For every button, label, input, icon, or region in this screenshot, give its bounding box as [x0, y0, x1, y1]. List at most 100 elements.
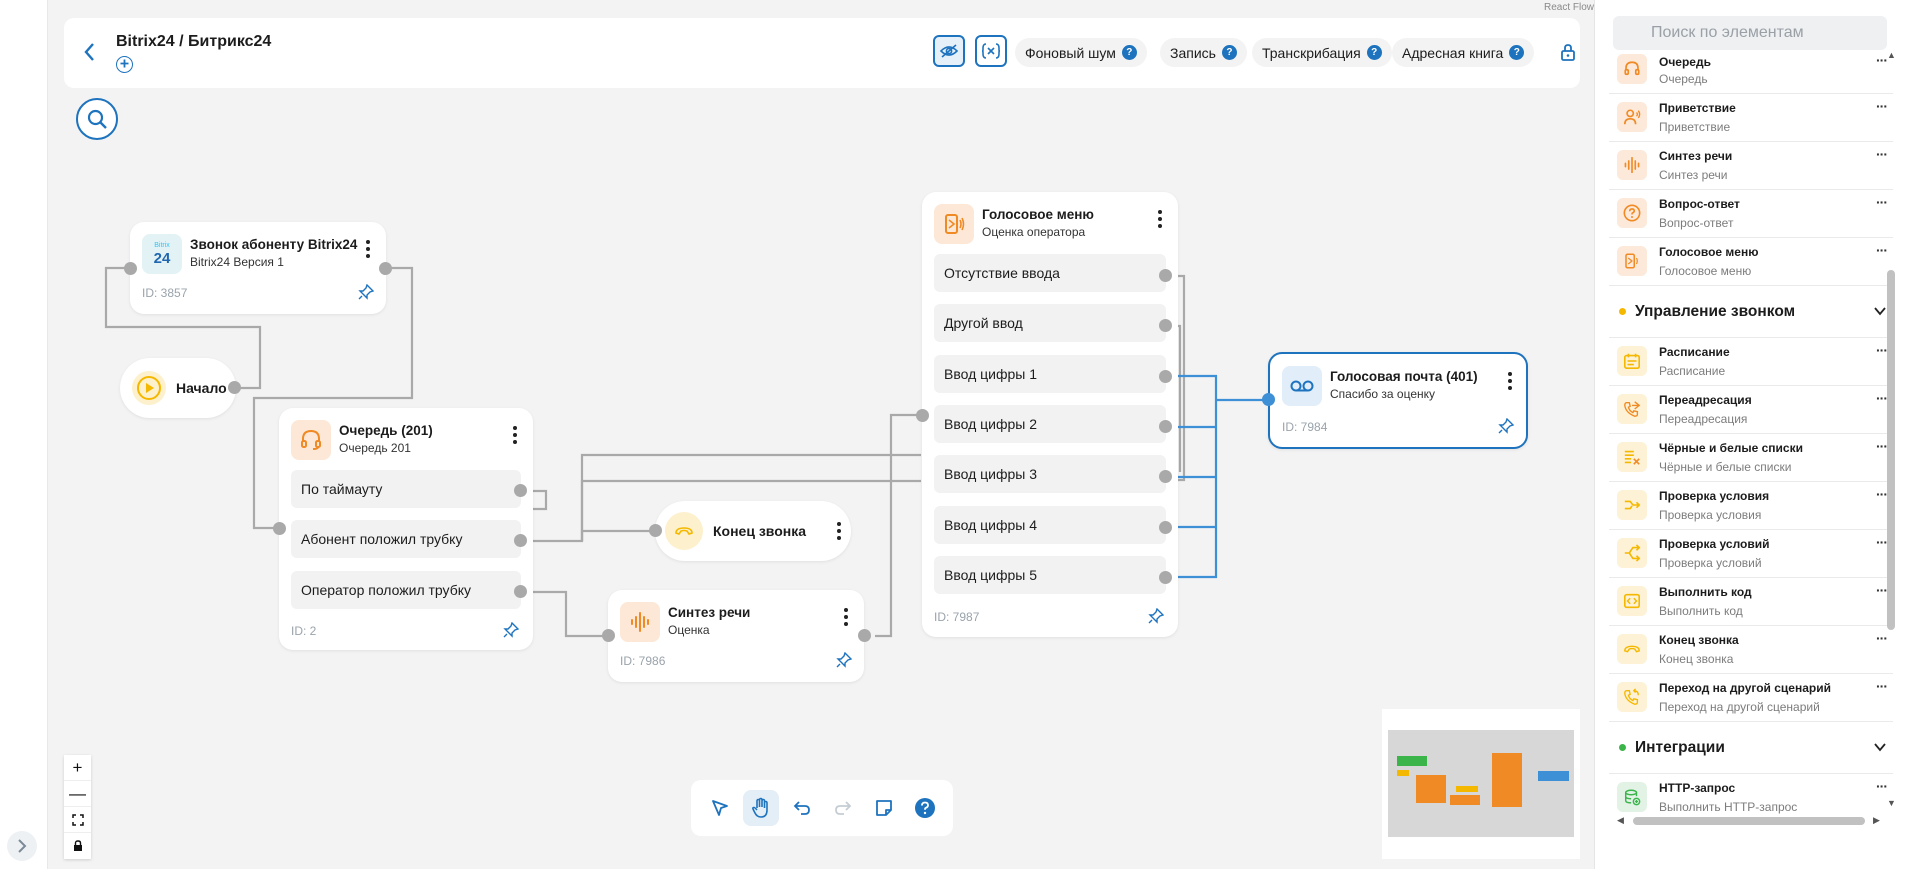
output-row-abonent-hangup[interactable]: Абонент положил трубку — [291, 520, 521, 558]
more-icon[interactable]: ··· — [1876, 582, 1888, 598]
help-icon[interactable]: ? — [1121, 45, 1137, 60]
pin-icon[interactable] — [836, 652, 852, 668]
section-integrations[interactable]: Интеграции — [1609, 722, 1893, 774]
node-input-handle[interactable] — [1262, 393, 1275, 406]
more-icon[interactable]: ··· — [1876, 778, 1888, 794]
minimap[interactable] — [1382, 709, 1580, 859]
node-input-handle[interactable] — [649, 524, 662, 537]
row-output-handle[interactable] — [1159, 470, 1172, 483]
pan-tool-button[interactable] — [742, 790, 779, 826]
lock-button[interactable] — [1558, 42, 1578, 62]
node-queue[interactable]: Очередь (201) Очередь 201 По таймауту Аб… — [273, 408, 533, 650]
variables-button[interactable] — [975, 35, 1007, 67]
help-icon[interactable]: ? — [1509, 45, 1525, 60]
more-icon[interactable]: ··· — [1876, 342, 1888, 358]
node-menu-button[interactable] — [1506, 372, 1514, 390]
back-button[interactable] — [78, 40, 102, 64]
help-icon[interactable]: ? — [1221, 45, 1237, 60]
node-input-handle[interactable] — [916, 409, 929, 422]
row-output-handle[interactable] — [1159, 571, 1172, 584]
row-output-handle[interactable] — [1159, 319, 1172, 332]
add-button[interactable] — [116, 56, 133, 73]
row-output-handle[interactable] — [1159, 269, 1172, 282]
horizontal-scrollbar[interactable] — [1633, 817, 1865, 825]
pin-icon[interactable] — [358, 284, 374, 300]
node-voicemail[interactable]: Голосовая почта (401) Спасибо за оценку … — [1262, 352, 1528, 449]
react-flow-attribution[interactable]: React Flow — [1544, 2, 1594, 13]
node-output-handle[interactable] — [858, 629, 871, 642]
pin-icon[interactable] — [1498, 418, 1514, 434]
zoom-out-button[interactable]: — — [64, 781, 91, 807]
select-tool-button[interactable] — [702, 790, 738, 826]
more-icon[interactable]: ··· — [1876, 146, 1888, 162]
more-icon[interactable]: ··· — [1876, 52, 1888, 68]
output-row-digit-2[interactable]: Ввод цифры 2 — [934, 405, 1166, 443]
elements-search-input[interactable] — [1613, 16, 1887, 50]
list-item-speech-synthesis[interactable]: Синтез речи Синтез речи ··· — [1609, 142, 1893, 190]
flow-canvas[interactable]: React Flow Bitrix24 / Битрикс24 Фоновый … — [48, 0, 1594, 869]
list-item-greeting[interactable]: Приветствие Приветствие ··· — [1609, 94, 1893, 142]
more-icon[interactable]: ··· — [1876, 630, 1888, 646]
row-output-handle[interactable] — [514, 484, 527, 497]
node-voice-menu[interactable]: Голосовое меню Оценка оператора Отсутств… — [916, 192, 1178, 637]
more-icon[interactable]: ··· — [1876, 438, 1888, 454]
vertical-scrollbar[interactable] — [1887, 270, 1895, 630]
expand-sidebar-button[interactable] — [7, 831, 37, 861]
fit-view-button[interactable] — [64, 807, 91, 833]
node-start[interactable]: Начало — [120, 358, 241, 418]
node-menu-button[interactable] — [842, 608, 850, 626]
help-icon[interactable]: ? — [1366, 45, 1382, 60]
more-icon[interactable]: ··· — [1876, 390, 1888, 406]
list-item-end-call[interactable]: Конец звонка Конец звонка ··· — [1609, 626, 1893, 674]
zoom-in-button[interactable]: + — [64, 755, 91, 781]
row-output-handle[interactable] — [514, 585, 527, 598]
more-icon[interactable]: ··· — [1876, 194, 1888, 210]
lock-canvas-button[interactable] — [64, 833, 91, 859]
scroll-up-arrow[interactable]: ▲ — [1887, 50, 1896, 60]
list-item-forward[interactable]: Переадресация Переадресация ··· — [1609, 386, 1893, 434]
more-icon[interactable]: ··· — [1876, 678, 1888, 694]
list-item-schedule[interactable]: Расписание Расписание ··· — [1609, 338, 1893, 386]
list-item-condition[interactable]: Проверка условия Проверка условия ··· — [1609, 482, 1893, 530]
list-item-queue[interactable]: Очередь Очередь ··· — [1609, 48, 1893, 94]
more-icon[interactable]: ··· — [1876, 242, 1888, 258]
pin-icon[interactable] — [1148, 608, 1164, 624]
transcription-pill[interactable]: Транскрибация? — [1252, 38, 1392, 67]
output-row-digit-4[interactable]: Ввод цифры 4 — [934, 506, 1166, 544]
pin-icon[interactable] — [503, 622, 519, 638]
output-row-no-input[interactable]: Отсутствие ввода — [934, 254, 1166, 292]
node-menu-button[interactable] — [364, 240, 372, 258]
node-menu-button[interactable] — [511, 426, 519, 444]
row-output-handle[interactable] — [1159, 370, 1172, 383]
node-menu-button[interactable] — [1156, 210, 1164, 228]
section-call-management[interactable]: Управление звонком — [1609, 286, 1893, 338]
row-output-handle[interactable] — [514, 534, 527, 547]
background-noise-pill[interactable]: Фоновый шум? — [1015, 38, 1147, 67]
redo-button[interactable] — [825, 790, 861, 826]
scroll-down-arrow[interactable]: ▼ — [1887, 798, 1896, 808]
list-item-run-code[interactable]: Выполнить код Выполнить код ··· — [1609, 578, 1893, 626]
canvas-search-button[interactable] — [76, 98, 118, 140]
row-output-handle[interactable] — [1159, 521, 1172, 534]
node-call-bitrix[interactable]: Bitrix 24 Звонок абоненту Bitrix24 Bitri… — [124, 222, 392, 314]
address-book-pill[interactable]: Адресная книга? — [1392, 38, 1535, 67]
node-menu-button[interactable] — [835, 522, 843, 540]
scroll-right-arrow[interactable]: ▶ — [1873, 815, 1880, 825]
list-item-conditions[interactable]: Проверка условий Проверка условий ··· — [1609, 530, 1893, 578]
node-input-handle[interactable] — [124, 262, 137, 275]
help-button[interactable] — [907, 790, 943, 826]
output-row-timeout[interactable]: По таймауту — [291, 470, 521, 508]
visibility-toggle-button[interactable] — [933, 35, 965, 67]
output-row-other-input[interactable]: Другой ввод — [934, 304, 1166, 342]
node-input-handle[interactable] — [602, 629, 615, 642]
row-output-handle[interactable] — [1159, 420, 1172, 433]
add-note-button[interactable] — [866, 790, 902, 826]
list-item-http-request[interactable]: HTTP-запрос Выполнить HTTP-запрос ··· — [1609, 774, 1893, 822]
output-row-digit-5[interactable]: Ввод цифры 5 — [934, 556, 1166, 594]
node-speech-synthesis[interactable]: Синтез речи Оценка ID: 7986 — [602, 590, 871, 682]
node-end-call[interactable]: Конец звонка — [649, 501, 851, 561]
node-output-handle[interactable] — [379, 262, 392, 275]
list-item-switch-scenario[interactable]: Переход на другой сценарий Переход на др… — [1609, 674, 1893, 722]
output-row-digit-1[interactable]: Ввод цифры 1 — [934, 355, 1166, 393]
node-input-handle[interactable] — [273, 522, 286, 535]
